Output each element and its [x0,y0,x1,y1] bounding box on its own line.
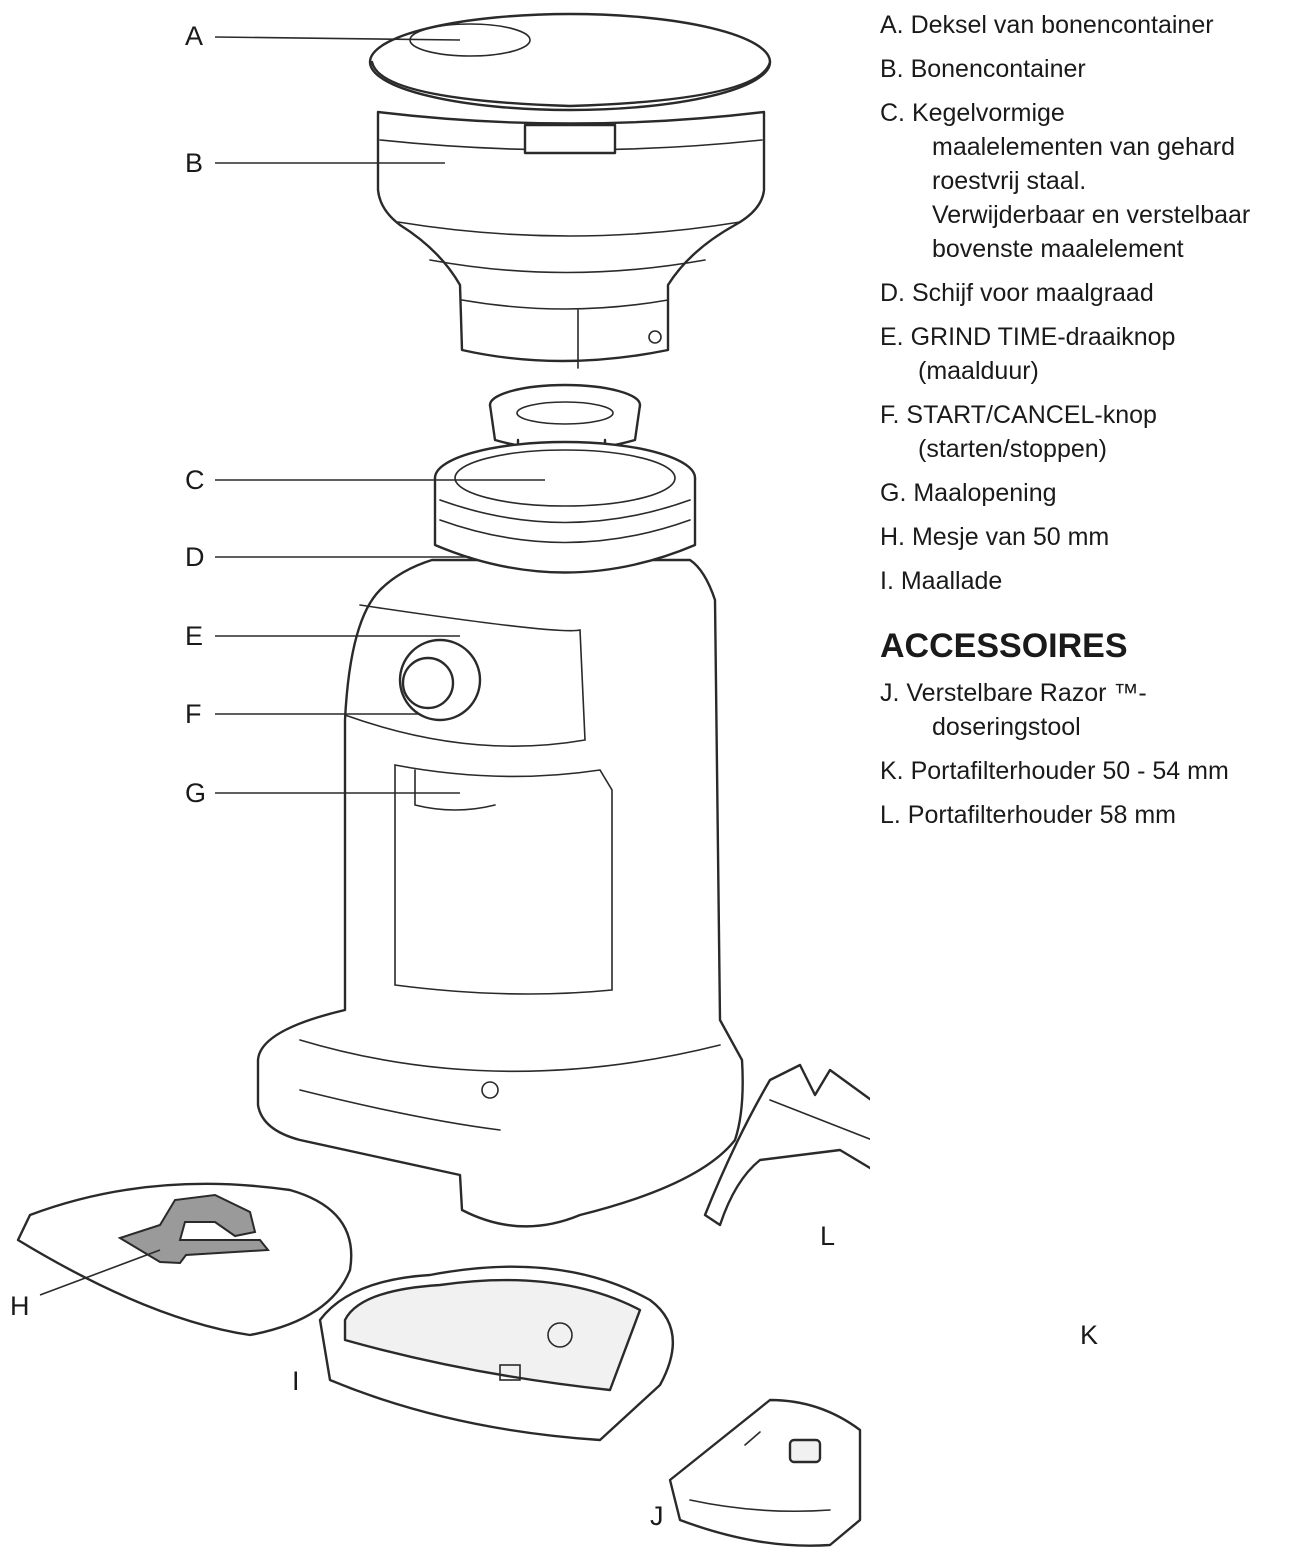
legend-text: I. Maallade [880,567,1003,595]
legend-text: B. Bonencontainer [880,55,1086,83]
callout-k: K [1080,1320,1099,1350]
legend-text: K. Portafilterhouder 50 - 54 mm [880,757,1229,785]
callout-a: A [185,21,203,51]
legend-item-k: K. Portafilterhouder 50 - 54 mm [880,754,1290,788]
accessories-heading: ACCESSOIRES [880,627,1128,665]
callout-d: D [185,542,205,572]
callout-l: L [820,1221,835,1251]
legend-text: G. Maalopening [880,479,1057,507]
razor-dosing-tool [668,1398,862,1547]
legend-text-cont: bovenste maalelement [932,235,1184,263]
legend-item-f: F. START/CANCEL-knop (starten/stoppen) [880,398,1290,466]
callout-i: I [292,1366,300,1396]
bean-hopper [376,110,766,369]
legend-text: L. Portafilterhouder 58 mm [880,801,1176,829]
legend-item-c: C. Kegelvormige maalelementen van gehard… [880,96,1290,266]
legend-text: F. START/CANCEL-knop [880,401,1157,429]
portafilter-holder-58 [703,1063,870,1227]
legend-item-a: A. Deksel van bonencontainer [880,8,1290,42]
legend-text-cont: Verwijderbaar en verstelbaar [932,201,1251,229]
legend-text-cont: (starten/stoppen) [918,435,1107,463]
grinder-body [256,440,744,1228]
legend-text-cont: (maalduur) [918,357,1039,385]
legend-text: E. GRIND TIME-draaiknop [880,323,1176,351]
callout-h: H [10,1291,30,1321]
legend-text-cont: doseringstool [932,713,1081,741]
callout-f: F [185,699,202,729]
legend-item-i: I. Maallade [880,564,1290,598]
legend-item-g: G. Maalopening [880,476,1290,510]
legend-item-b: B. Bonencontainer [880,52,1290,86]
legend-text-cont: maalelementen van gehard [932,133,1235,161]
legend-text: A. Deksel van bonencontainer [880,11,1214,39]
grind-time-knob [398,638,482,722]
legend-text-cont: roestvrij staal. [932,167,1087,195]
parts-legend: A. Deksel van bonencontainer B. Bonencon… [880,8,1290,842]
legend-text: H. Mesje van 50 mm [880,523,1110,551]
legend-item-h: H. Mesje van 50 mm [880,520,1290,554]
legend-item-l: L. Portafilterhouder 58 mm [880,798,1290,832]
bean-hopper-lid [368,12,772,112]
leader-lines [39,36,545,1296]
legend-item-e: E. GRIND TIME-draaiknop (maalduur) [880,320,1290,388]
callout-e: E [185,621,203,651]
legend-item-d: D. Schijf voor maalgraad [880,276,1290,310]
grinder-exploded-diagram: A B C D E F G H I J L [10,12,870,1547]
callout-g: G [185,778,206,808]
callout-j: J [650,1501,664,1531]
blade-plate [16,1182,353,1337]
legend-text: J. Verstelbare Razor ™- [880,679,1147,707]
callout-c: C [185,465,205,495]
legend-text: D. Schijf voor maalgraad [880,279,1154,307]
callout-b: B [185,148,203,178]
grind-tray [318,1265,675,1442]
legend-text: C. Kegelvormige [880,99,1065,127]
legend-item-j: J. Verstelbare Razor ™- doseringstool [880,676,1290,744]
